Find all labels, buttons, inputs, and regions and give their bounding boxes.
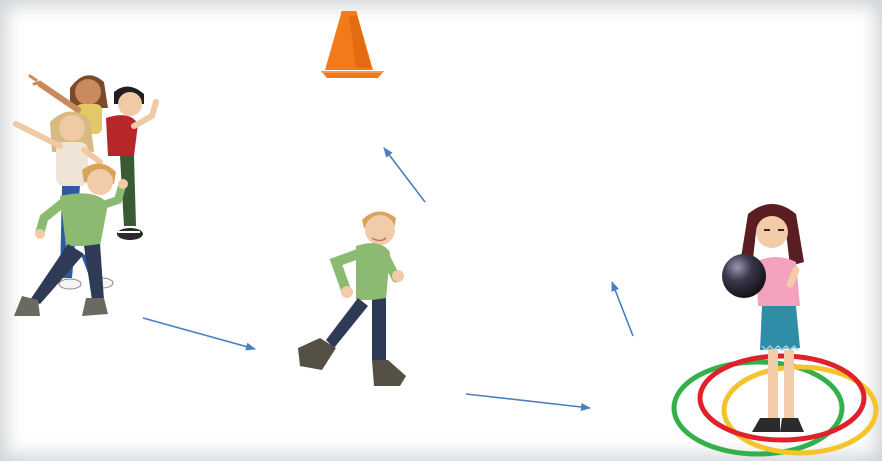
arrow-runner-to-cone bbox=[384, 148, 425, 202]
arrow-start-to-runner bbox=[143, 318, 255, 349]
waiting-player-3 bbox=[106, 86, 156, 240]
arrow-thrower-to-cone bbox=[612, 282, 633, 336]
waiting-player-group bbox=[14, 75, 156, 316]
ball-icon bbox=[722, 254, 766, 298]
traffic-cone-icon bbox=[321, 11, 384, 78]
running-player bbox=[298, 211, 406, 386]
thrower-player bbox=[722, 204, 804, 432]
arrow-runner-to-thrower bbox=[466, 394, 590, 408]
